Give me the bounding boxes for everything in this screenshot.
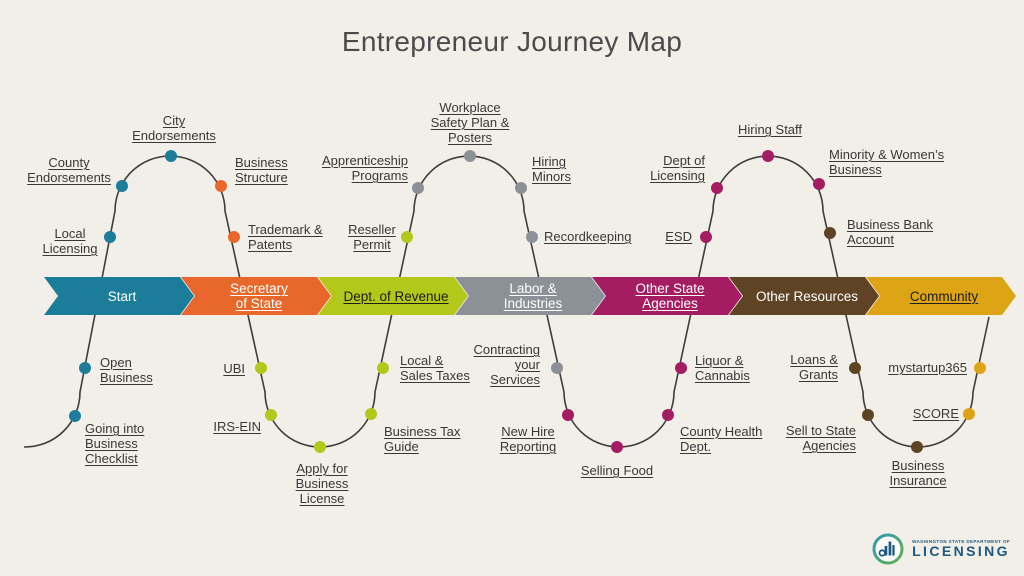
milestone-label[interactable]: Liquor & Cannabis <box>695 353 750 383</box>
milestone-dot <box>551 362 563 374</box>
logo-name: LICENSING <box>912 543 1010 559</box>
milestone-label[interactable]: New Hire Reporting <box>499 424 557 454</box>
stage-arrow-dept-of-revenue[interactable]: Dept. of Revenue <box>318 277 468 315</box>
milestone-label[interactable]: Business Insurance <box>889 458 947 488</box>
milestone-dot <box>165 150 177 162</box>
milestone-label[interactable]: Workplace Safety Plan & Posters <box>430 100 510 145</box>
milestone-dot <box>79 362 91 374</box>
milestone-dot <box>675 362 687 374</box>
milestone-dot <box>562 409 574 421</box>
milestone-label[interactable]: Business Tax Guide <box>384 424 461 454</box>
milestone-label[interactable]: Trademark & Patents <box>248 222 323 252</box>
logo-tagline: WASHINGTON STATE DEPARTMENT OF <box>912 539 1010 544</box>
stage-label-start: Start <box>107 288 137 304</box>
milestone-label[interactable]: Business Bank Account <box>847 217 933 247</box>
milestone-dot <box>365 408 377 420</box>
milestone-label[interactable]: mystartup365 <box>888 360 967 375</box>
milestone-dot <box>255 362 267 374</box>
milestone-label[interactable]: Sell to State Agencies <box>785 423 856 453</box>
milestone-dot <box>862 409 874 421</box>
milestone-dot <box>824 227 836 239</box>
milestone-dot <box>974 362 986 374</box>
dol-logo-text: WASHINGTON STATE DEPARTMENT OF LICENSING <box>912 539 1010 559</box>
milestone-label[interactable]: SCORE <box>912 406 959 421</box>
milestone-label[interactable]: Dept of Licensing <box>650 153 705 183</box>
milestone-label[interactable]: Apprenticeship Programs <box>322 153 408 183</box>
stage-arrow-community[interactable]: Community <box>866 277 1016 315</box>
milestone-label[interactable]: Selling Food <box>580 463 654 478</box>
milestone-dot <box>611 441 623 453</box>
stage-label-community[interactable]: Community <box>909 288 979 304</box>
page-title: Entrepreneur Journey Map <box>341 26 683 57</box>
stage-arrow-other-state-agencies[interactable]: Other State Agencies <box>592 277 742 315</box>
milestone-label[interactable]: IRS-EIN <box>213 419 261 434</box>
milestone-dot <box>911 441 923 453</box>
milestone-label[interactable]: Going into Business Checklist <box>85 421 145 466</box>
milestone-label[interactable]: Hiring Staff <box>737 122 803 137</box>
milestone-dot <box>849 362 861 374</box>
milestone-label[interactable]: County Endorsements <box>27 155 111 185</box>
milestone-label[interactable]: Open Business <box>100 355 153 385</box>
milestone-dot <box>215 180 227 192</box>
milestone-label[interactable]: Apply for Business License <box>295 461 349 506</box>
milestone-dot <box>69 410 81 422</box>
stage-label-other-state-agencies[interactable]: Other State Agencies <box>635 281 705 311</box>
stage-arrow-secretary-of-state[interactable]: Secretary of State <box>181 277 331 315</box>
milestone-label[interactable]: Recordkeeping <box>544 229 632 244</box>
milestone-dot <box>700 231 712 243</box>
milestone-dot <box>662 409 674 421</box>
milestone-label[interactable]: Reseller Permit <box>348 222 396 252</box>
stage-label-labor-and-industries[interactable]: Labor & Industries <box>503 281 563 311</box>
stage-arrow-other-resources: Other Resources <box>729 277 879 315</box>
milestone-label[interactable]: Business Structure <box>235 155 288 185</box>
dol-logo: WASHINGTON STATE DEPARTMENT OF LICENSING <box>871 532 1010 566</box>
milestone-dot <box>228 231 240 243</box>
milestone-label[interactable]: UBI <box>223 361 245 376</box>
milestone-dot <box>526 231 538 243</box>
milestone-dot <box>265 409 277 421</box>
stage-label-secretary-of-state[interactable]: Secretary of State <box>230 281 288 311</box>
milestone-dot <box>515 182 527 194</box>
stage-label-other-resources: Other Resources <box>755 288 859 304</box>
milestone-dot <box>813 178 825 190</box>
milestone-label[interactable]: Local Licensing <box>42 226 98 256</box>
dol-logo-icon <box>872 533 904 565</box>
milestone-dot <box>116 180 128 192</box>
milestone-label[interactable]: Contracting your Services <box>473 342 540 387</box>
stage-arrow-labor-and-industries[interactable]: Labor & Industries <box>455 277 605 315</box>
milestone-dot <box>762 150 774 162</box>
milestone-label[interactable]: Local & Sales Taxes <box>400 353 470 383</box>
milestone-label[interactable]: Loans & Grants <box>790 352 838 382</box>
milestone-dot <box>377 362 389 374</box>
milestone-dot <box>314 441 326 453</box>
milestone-label[interactable]: Hiring Minors <box>532 154 572 184</box>
stage-arrow-start: Start <box>44 277 194 315</box>
milestone-label[interactable]: City Endorsements <box>132 113 216 143</box>
milestone-label[interactable]: Minority & Women’s Business <box>829 147 945 177</box>
milestone-dot <box>401 231 413 243</box>
milestone-label[interactable]: ESD <box>665 229 692 244</box>
milestone-label[interactable]: County Health Dept. <box>680 424 763 454</box>
milestone-dot <box>711 182 723 194</box>
milestone-dot <box>464 150 476 162</box>
milestone-dot <box>412 182 424 194</box>
milestone-dot <box>104 231 116 243</box>
milestone-dot <box>963 408 975 420</box>
stage-label-dept-of-revenue[interactable]: Dept. of Revenue <box>343 288 449 304</box>
